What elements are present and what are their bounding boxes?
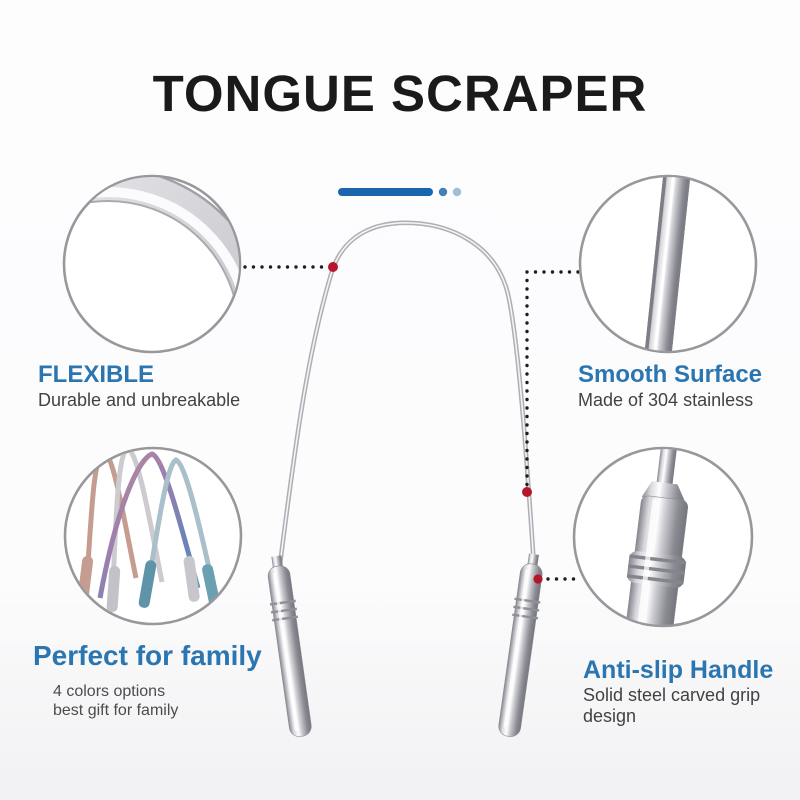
family-callout-label: Perfect for family 4 colors options best… bbox=[33, 641, 262, 722]
callout-circle-family bbox=[63, 446, 243, 626]
divider-dot-1 bbox=[438, 187, 448, 197]
handle-closeup-illustration bbox=[625, 449, 689, 625]
handle-subtext: Solid steel carved grip design bbox=[583, 686, 783, 725]
page-title: TONGUE SCRAPER bbox=[152, 65, 648, 122]
smooth-rod-illustration bbox=[641, 177, 693, 351]
smooth-callout-label: Smooth Surface Made of 304 stainless bbox=[578, 362, 788, 410]
scraper-product bbox=[267, 220, 543, 737]
handle-heading: Anti-slip Handle bbox=[583, 656, 774, 684]
family-subtext: 4 colors options best gift for family bbox=[53, 684, 262, 719]
scraper-wire bbox=[276, 220, 537, 573]
handle-subtext-line1: Solid steel carved grip bbox=[583, 685, 761, 706]
callout-circle-flexible bbox=[62, 174, 242, 354]
handle-callout-label: Anti-slip Handle Solid steel carved grip… bbox=[583, 657, 783, 728]
flexible-heading: FLEXIBLE bbox=[38, 361, 155, 388]
flexible-callout-label: FLEXIBLE Durable and unbreakable bbox=[38, 362, 240, 410]
family-subtext-line2: best gift for family bbox=[53, 702, 179, 720]
smooth-subtext: Made of 304 stainless bbox=[578, 390, 754, 411]
family-heading: Perfect for family bbox=[33, 640, 262, 671]
left-handle bbox=[267, 555, 312, 737]
flexible-subtext: Durable and unbreakable bbox=[38, 390, 241, 411]
family-subtext-line1: 4 colors options bbox=[53, 683, 166, 701]
right-handle bbox=[498, 553, 543, 737]
callout-circle-smooth bbox=[578, 174, 758, 354]
handle-subtext-line2: design bbox=[583, 706, 637, 727]
marker-dot-smooth bbox=[522, 487, 532, 497]
divider-bar bbox=[338, 188, 433, 196]
title-divider bbox=[338, 187, 462, 197]
divider-dot-2 bbox=[452, 187, 462, 197]
smooth-heading: Smooth Surface bbox=[578, 361, 763, 388]
marker-dot-flexible bbox=[328, 262, 338, 272]
marker-dot-handle bbox=[533, 574, 543, 584]
connector-smooth bbox=[525, 270, 580, 488]
callout-circle-handle bbox=[572, 446, 754, 628]
